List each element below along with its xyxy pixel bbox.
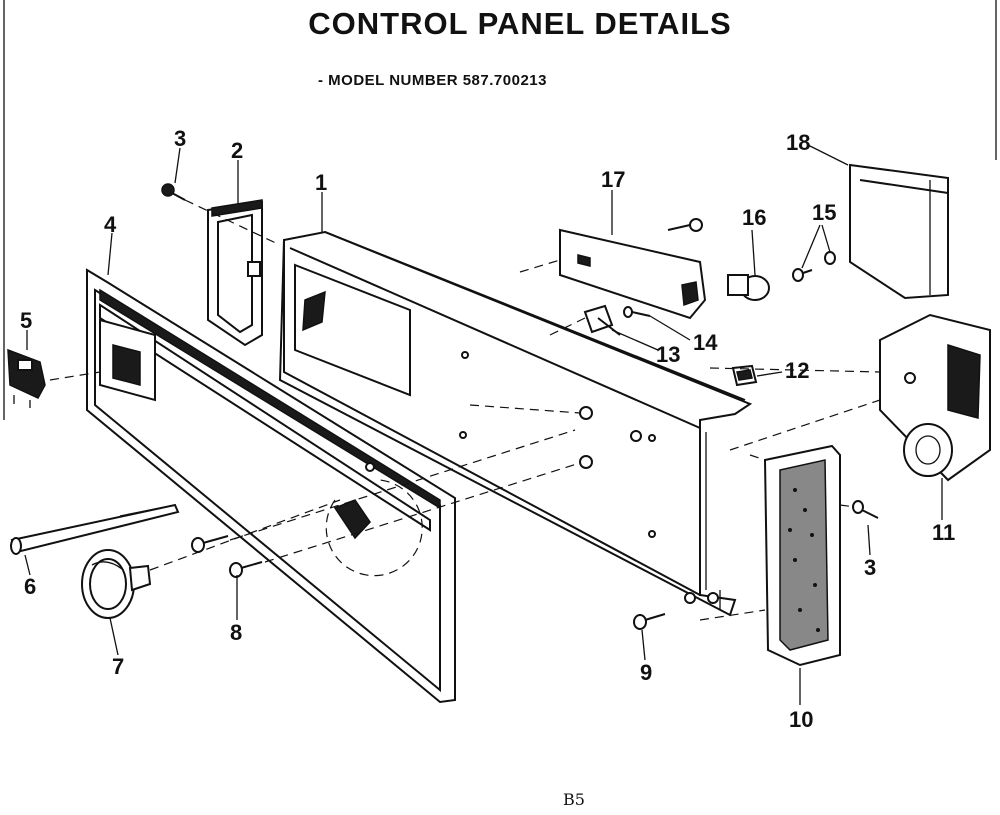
clamp (727, 274, 770, 301)
label-part-11: 11 (932, 520, 955, 545)
label-part-17: 17 (601, 167, 625, 192)
knob (81, 549, 152, 619)
model-number: - MODEL NUMBER 587.700213 (318, 72, 547, 89)
label-part-15: 15 (812, 200, 836, 225)
label-part-10: 10 (789, 707, 813, 732)
screw-small (623, 306, 651, 318)
end-cap (763, 444, 841, 667)
label-part-6: 6 (24, 574, 36, 599)
page-code: B5 (563, 790, 585, 809)
screws-pair (792, 251, 836, 282)
label-part-14: 14 (693, 330, 718, 355)
clip (731, 364, 758, 387)
label-part-12: 12 (785, 358, 809, 383)
cover (849, 163, 949, 300)
label-part-16: 16 (742, 205, 766, 230)
label-part-9: 9 (640, 660, 652, 685)
label-part-13: 13 (656, 342, 680, 367)
screws-mid (191, 535, 263, 578)
bracket (207, 199, 263, 347)
part-labels: 1 2 3 4 5 6 7 8 9 10 11 12 13 14 15 16 1… (20, 126, 955, 732)
label-part-7: 7 (112, 654, 124, 679)
label-part-3-upper: 3 (174, 126, 186, 151)
label-part-2: 2 (231, 138, 243, 163)
label-part-18: 18 (786, 130, 810, 155)
screw-right (852, 500, 879, 519)
screw-lower (633, 613, 666, 630)
timer (879, 313, 991, 482)
switch-bracket (559, 218, 707, 320)
diagram-title: CONTROL PANEL DETAILS (308, 6, 732, 41)
leader-lines (24, 144, 943, 705)
label-part-8: 8 (230, 620, 242, 645)
screw-upper (161, 183, 186, 201)
shaft-rod (10, 503, 180, 555)
front-panel (86, 268, 456, 704)
label-part-5: 5 (20, 308, 32, 333)
label-part-4: 4 (104, 212, 117, 237)
label-part-3-lower: 3 (864, 555, 876, 580)
end-cap-texture (788, 488, 820, 632)
label-part-1: 1 (315, 170, 327, 195)
switch-connector (7, 348, 46, 408)
assembly-lines (49, 199, 881, 621)
